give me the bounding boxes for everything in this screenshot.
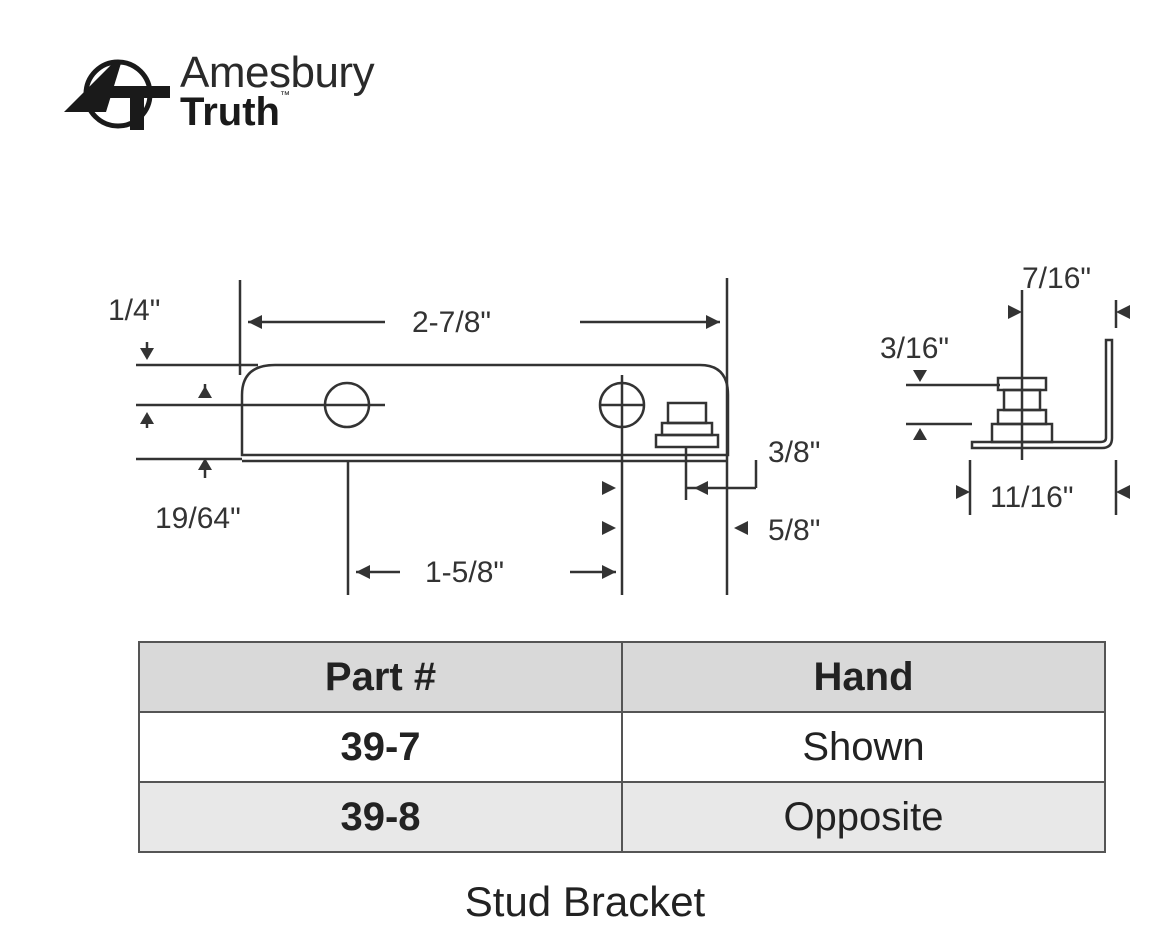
dim-hole-spacing: 1-5/8" xyxy=(425,556,504,589)
stud-mid xyxy=(660,421,714,437)
dim-side-height: 7/16" xyxy=(1022,262,1091,295)
table-row: 39-8 Opposite xyxy=(138,781,1106,853)
table-row: 39-7 Shown xyxy=(138,711,1106,783)
cell-hand: Opposite xyxy=(621,781,1106,853)
dim-top-offset: 1/4" xyxy=(108,294,160,327)
brand-name-line2: Truth™ xyxy=(180,90,290,135)
dim-overall-length: 2-7/8" xyxy=(412,306,491,339)
header-part: Part # xyxy=(138,641,623,713)
cell-hand: Shown xyxy=(621,711,1106,783)
brand-name-line1: Amesbury xyxy=(180,48,375,97)
dim-bottom-offset: 19/64" xyxy=(155,502,241,535)
dim-end-offset: 5/8" xyxy=(768,514,820,547)
header-hand: Hand xyxy=(621,641,1106,713)
stud-bracket-drawing: 2-7/8" 1/4" 19/64" 1-5/8" 3/8" 5/8" 7/16… xyxy=(108,262,1130,595)
dim-stud-offset: 3/8" xyxy=(768,436,820,469)
table-header-row: Part # Hand xyxy=(138,641,1106,713)
dim-side-width: 11/16" xyxy=(990,481,1074,514)
brand-truth-text: Truth xyxy=(180,90,280,134)
parts-table: Part # Hand 39-7 Shown 39-8 Opposite xyxy=(138,641,1106,853)
dim-side-thickness: 3/16" xyxy=(880,332,949,365)
side-bracket xyxy=(970,338,1114,450)
cell-part: 39-7 xyxy=(138,711,623,783)
amesbury-truth-logo-mark-icon xyxy=(64,59,170,130)
trademark-symbol: ™ xyxy=(279,90,290,101)
cell-part: 39-8 xyxy=(138,781,623,853)
stud-top xyxy=(666,401,708,425)
product-caption: Stud Bracket xyxy=(464,878,706,925)
brand-logo: Amesbury Truth™ xyxy=(60,40,440,140)
stud-base xyxy=(654,433,720,449)
